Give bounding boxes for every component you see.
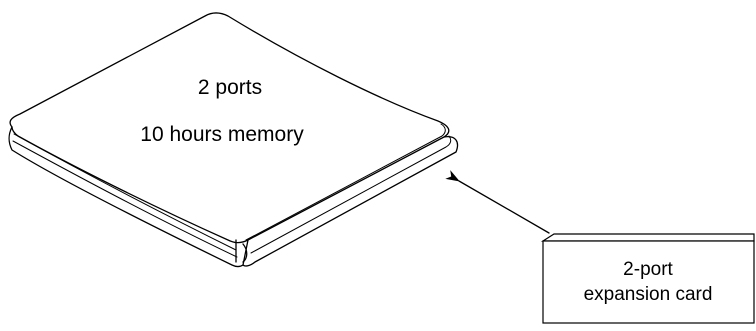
expansion-card-label-line2: expansion card [584,284,713,305]
device-left-groove-1 [13,133,237,251]
device-right-side [242,136,459,267]
expansion-card-label-line1: 2-port [623,259,673,280]
expansion-card-body [542,240,755,324]
device-right-groove-2 [250,135,452,254]
device-left-groove-2 [12,140,238,258]
expansion-card: 2-port expansion card [540,233,755,324]
device-right-groove-1 [245,123,446,241]
device-left-side [8,126,249,268]
device-slot [235,239,248,263]
device-memory-label: 10 hours memory [140,123,304,146]
device-ports-label: 2 ports [198,76,262,99]
pointer-arrow [445,170,550,234]
storage-device: 2 ports 10 hours memory [8,12,459,268]
expansion-card-top-edge [540,233,755,242]
